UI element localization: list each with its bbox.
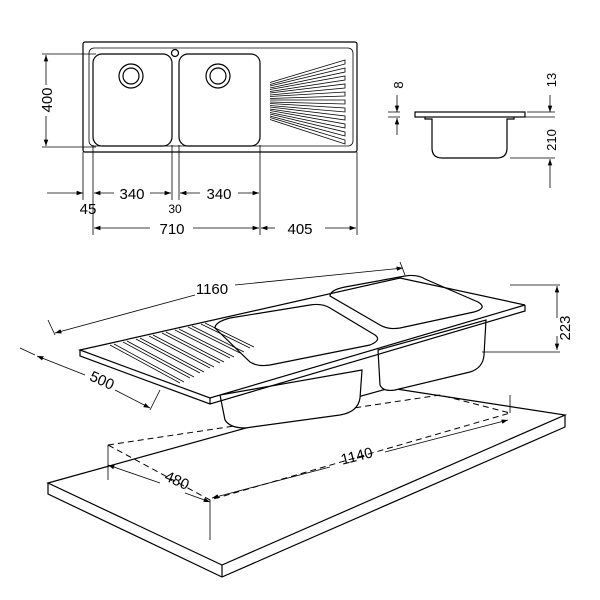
bowl-left (92, 53, 173, 147)
dim-30: 30 (168, 202, 182, 216)
dim-405: 405 (287, 221, 312, 238)
dim-710: 710 (159, 221, 184, 238)
dim-210: 210 (544, 129, 559, 151)
drain-icon (205, 63, 231, 89)
iso-view: 1160 223 500 480 1140 (19, 261, 574, 578)
dim-13: 13 (544, 73, 559, 87)
dim-340-left: 340 (119, 186, 144, 203)
side-view: 8 13 210 (388, 73, 559, 188)
dim-8: 8 (391, 81, 406, 88)
dim-400: 400 (39, 87, 56, 112)
tap-hole (170, 48, 180, 58)
bowl-right (178, 53, 261, 147)
drainer-grooves (269, 59, 346, 145)
dim-45: 45 (80, 201, 97, 218)
dim-1160: 1160 (196, 281, 228, 298)
top-view: 400 45 340 30 340 710 405 (39, 41, 358, 238)
iso-drainer-grooves (109, 322, 255, 384)
dim-340-right: 340 (206, 186, 231, 203)
drain-icon (118, 63, 144, 89)
dim-223: 223 (557, 315, 574, 340)
dim-500: 500 (87, 368, 117, 394)
